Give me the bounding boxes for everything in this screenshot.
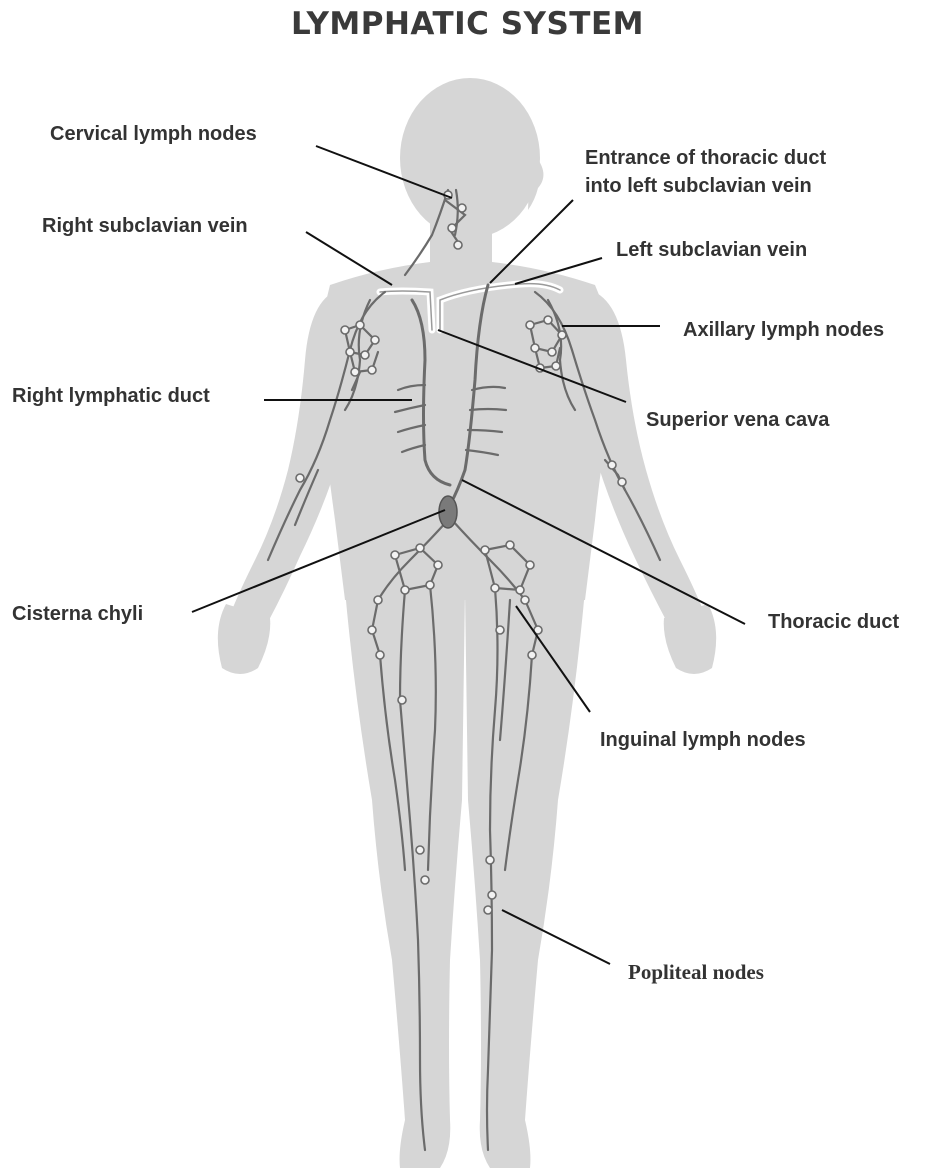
label-cisterna-chyli: Cisterna chyli xyxy=(12,600,143,628)
label-left-subclavian-vein: Left subclavian vein xyxy=(616,236,807,264)
label-right-lymphatic-duct: Right lymphatic duct xyxy=(12,382,210,410)
label-entrance-line-1: Entrance of thoracic duct xyxy=(585,144,826,172)
label-entrance-line-2: into left subclavian vein xyxy=(585,172,826,200)
label-axillary-lymph-nodes: Axillary lymph nodes xyxy=(683,316,884,344)
label-popliteal-nodes: Popliteal nodes xyxy=(628,958,764,986)
label-entrance-thoracic-duct: Entrance of thoracic duct into left subc… xyxy=(585,144,826,200)
label-right-subclavian-vein: Right subclavian vein xyxy=(42,212,248,240)
label-cervical-lymph-nodes: Cervical lymph nodes xyxy=(50,120,257,148)
label-inguinal-lymph-nodes: Inguinal lymph nodes xyxy=(600,726,806,754)
leader-right-subclavian xyxy=(306,232,392,285)
label-thoracic-duct: Thoracic duct xyxy=(768,608,899,636)
label-superior-vena-cava: Superior vena cava xyxy=(646,406,829,434)
